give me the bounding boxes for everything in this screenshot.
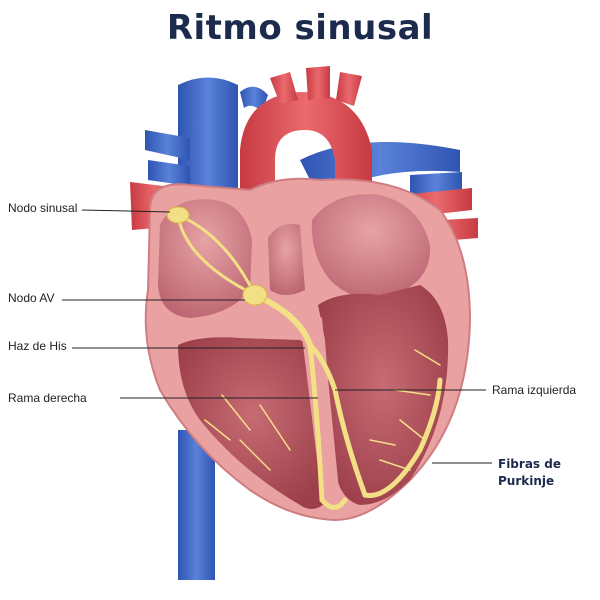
aortic-branch-1	[270, 72, 298, 104]
page-title: Ritmo sinusal	[166, 8, 434, 48]
internodal-pathway-2	[176, 213, 257, 297]
label-purkinje-line1: Fibras de	[498, 457, 561, 471]
label-his-bundle: Haz de His	[8, 339, 67, 353]
aortic-branch-3	[336, 72, 362, 106]
aortic-branch-2	[306, 66, 330, 100]
right-ventricle	[178, 337, 328, 509]
label-right-branch: Rama derecha	[8, 391, 87, 405]
label-left-branch: Rama izquierda	[492, 383, 576, 397]
label-sinus-node: Nodo sinusal	[8, 201, 77, 215]
pulmonary-vein-left-upper	[145, 130, 190, 160]
left-atrium-upper	[311, 194, 431, 300]
inferior-vena-cava	[178, 430, 215, 580]
left-bundle-branch	[307, 342, 443, 498]
conduction-system	[176, 213, 443, 510]
pulmonary-vein-right	[410, 172, 462, 196]
right-bundle-branch	[307, 342, 348, 510]
sinus-node	[166, 206, 190, 224]
pulmonary-vein-left-lower	[148, 160, 190, 186]
label-av-node: Nodo AV	[8, 291, 54, 305]
internodal-pathway-1	[176, 213, 257, 297]
purkinje-fibers-right	[204, 394, 291, 471]
av-node	[242, 284, 268, 306]
left-atrium	[268, 223, 305, 295]
label-purkinje-line2: Purkinje	[498, 474, 554, 488]
leader-sinus-node	[81, 209, 171, 213]
purkinje-fibers-left	[369, 349, 441, 471]
superior-vena-cava	[178, 77, 238, 215]
